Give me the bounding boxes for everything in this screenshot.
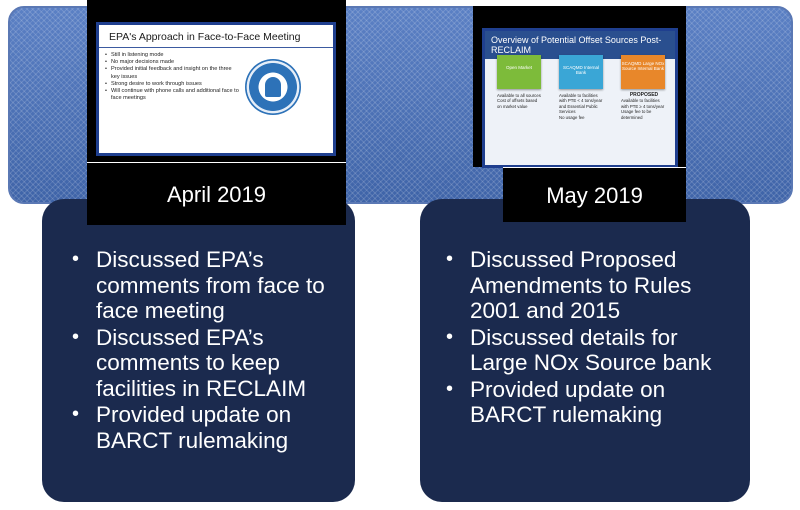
date-label-april: April 2019: [87, 162, 346, 225]
may-slide-frame: Overview of Potential Offset Sources Pos…: [473, 6, 686, 168]
column-header: SCAQMD Large NOx Source Internal Bank: [621, 55, 665, 89]
proposed-label: PROPOSED: [629, 92, 659, 98]
column-item: Available to all sources: [497, 93, 541, 98]
april-slide-frame: EPA's Approach in Face-to-Face Meeting S…: [87, 0, 346, 162]
offset-column-internal-bank: SCAQMD Internal Bank Available to facili…: [555, 55, 607, 120]
column-item: Available to facilities with PTE < 4 ton…: [559, 93, 603, 115]
april-slide-thumbnail[interactable]: EPA's Approach in Face-to-Face Meeting S…: [96, 22, 336, 156]
slide-bullet: No major decisions made: [99, 59, 239, 66]
slide-bullet: Provided initial feedback and insight on…: [99, 66, 239, 80]
list-item: Discussed details for Large NOx Source b…: [436, 325, 740, 376]
offset-column-large-nox-bank: SCAQMD Large NOx Source Internal Bank PR…: [617, 55, 669, 120]
slide-bullet: Will continue with phone calls and addit…: [99, 88, 239, 102]
may-bullet-list: Discussed Proposed Amendments to Rules 2…: [436, 247, 740, 428]
column-item: Cost of offsets based on market value: [497, 98, 538, 109]
list-item: Provided update on BARCT rulemaking: [62, 402, 345, 453]
summary-panel-april: Discussed EPA’s comments from face to fa…: [42, 199, 355, 502]
epa-seal-icon: [245, 59, 301, 115]
offset-column-open-market: Open Market Available to all sources Cos…: [493, 55, 545, 109]
list-item: Discussed EPA’s comments from face to fa…: [62, 247, 345, 324]
slide-bullet: Strong desire to work through issues: [99, 81, 239, 88]
list-item: Discussed Proposed Amendments to Rules 2…: [436, 247, 740, 324]
slide-bullets: Still in listening mode No major decisio…: [99, 52, 239, 102]
list-item: Discussed EPA’s comments to keep facilit…: [62, 325, 345, 402]
slide-title: Overview of Potential Offset Sources Pos…: [485, 31, 675, 59]
list-item: Provided update on BARCT rulemaking: [436, 377, 740, 428]
column-item: No usage fee: [559, 114, 585, 120]
april-bullet-list: Discussed EPA’s comments from face to fa…: [62, 247, 345, 453]
column-header: SCAQMD Internal Bank: [559, 55, 603, 89]
may-slide-thumbnail[interactable]: Overview of Potential Offset Sources Pos…: [482, 28, 678, 168]
slide-bullet: Still in listening mode: [99, 52, 239, 59]
column-header: Open Market: [497, 55, 541, 89]
column-item: Usage fee to be determined: [621, 109, 652, 120]
summary-panel-may: Discussed Proposed Amendments to Rules 2…: [420, 199, 750, 502]
column-item: Available to facilities with PTE ≥ 4 ton…: [621, 98, 665, 109]
slide-title: EPA's Approach in Face-to-Face Meeting: [99, 25, 333, 48]
date-label-may: May 2019: [503, 167, 686, 222]
